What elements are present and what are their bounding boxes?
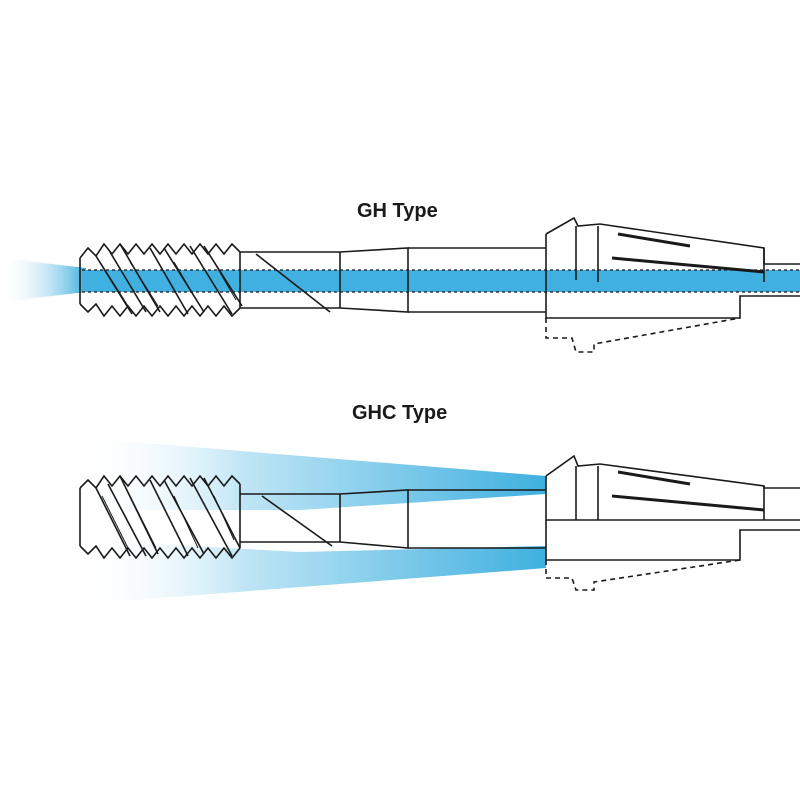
ghc-coolant-flood — [82, 438, 546, 510]
gh-thread-section — [79, 242, 243, 318]
ghc-tap-drawing — [79, 438, 800, 604]
gh-collet-holder — [545, 216, 800, 353]
gh-shank — [408, 247, 546, 313]
ghc-thread-section — [79, 474, 241, 560]
gh-type-title: GH Type — [357, 200, 438, 222]
ghc-coolant-flood-lower — [82, 540, 546, 604]
gh-neck — [239, 247, 409, 313]
gh-tap-drawing — [0, 216, 800, 353]
ghc-neck — [239, 484, 409, 549]
gh-coolant-jet — [0, 258, 86, 302]
ghc-collet-holder — [545, 454, 800, 591]
gh-coolant-channel — [82, 270, 800, 292]
ghc-shank — [408, 489, 546, 549]
ghc-type-title: GHC Type — [352, 402, 448, 424]
